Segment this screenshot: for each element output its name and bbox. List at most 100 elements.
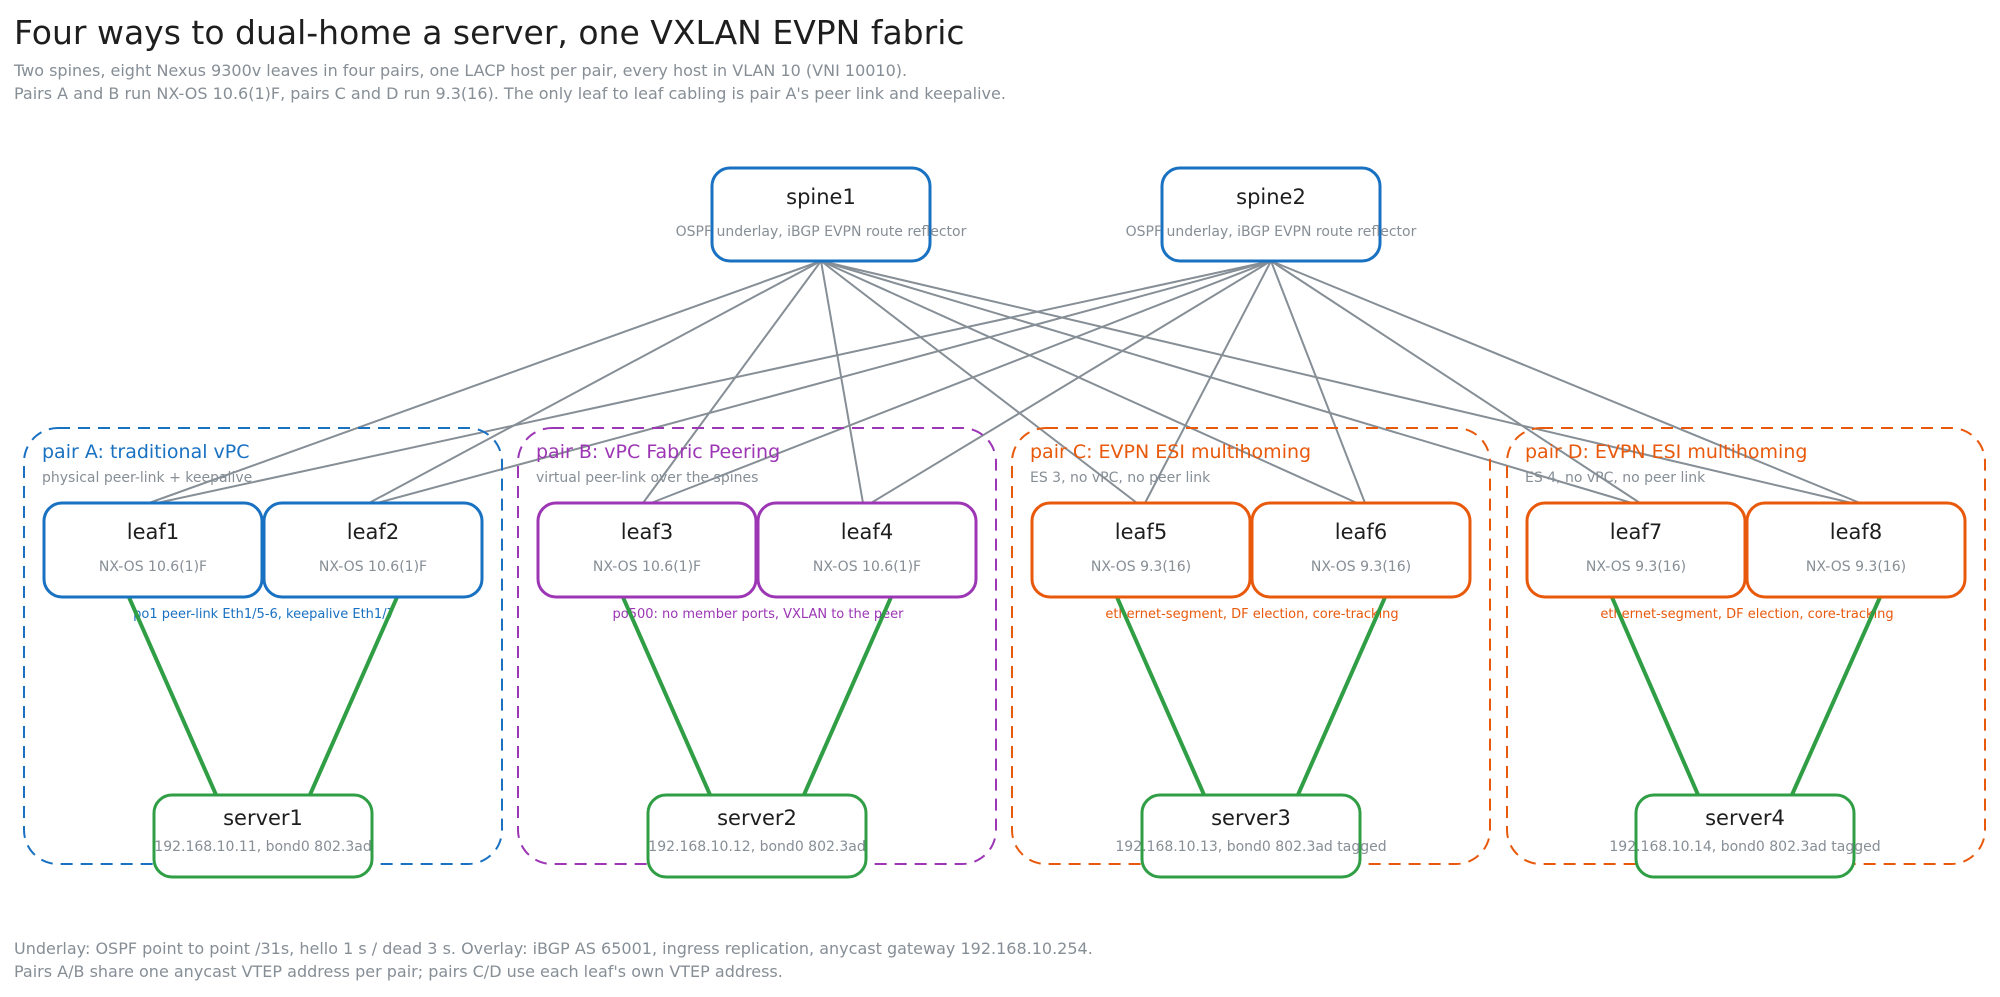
- server2-node: server2 192.168.10.12, bond0 802.3ad: [646, 793, 868, 879]
- leaf1-box: [42, 501, 264, 599]
- diagram-title: Four ways to dual-home a server, one VXL…: [14, 13, 965, 52]
- pair-groups: pair A: traditional vPC physical peer-lin…: [23, 427, 1986, 865]
- spine1-label: spine1: [786, 185, 856, 209]
- leaf8-box: [1745, 501, 1967, 599]
- group-note-pair_b: virtual peer-link over the spines: [536, 470, 758, 486]
- leaf3-detail: NX-OS 10.6(1)F: [593, 559, 701, 575]
- leaf5-box: [1030, 501, 1252, 599]
- link-spine2-leaf6: [1270, 260, 1366, 504]
- leaf2-box: [262, 501, 484, 599]
- group-label-pair_c: pair C: EVPN ESI multihoming: [1030, 441, 1311, 463]
- leaf7-label: leaf7: [1610, 520, 1662, 544]
- server3-node: server3 192.168.10.13, bond0 802.3ad tagg…: [1115, 793, 1387, 879]
- link-spine1-leaf8: [820, 260, 1853, 504]
- pair-link-note-pair_a: po1 peer-link Eth1/5-6, keepalive Eth1/7: [133, 607, 395, 622]
- link-spine1-leaf4: [820, 260, 864, 504]
- spine2-detail: OSPF underlay, iBGP EVPN route reflector: [1126, 224, 1417, 240]
- link-spine1-leaf1: [148, 260, 822, 504]
- fabric-links: [148, 260, 1861, 504]
- group-note-pair_d: ES 4, no vPC, no peer link: [1525, 470, 1706, 486]
- leaf6-box: [1250, 501, 1472, 599]
- host-link-leaf8-server4: [1789, 593, 1883, 799]
- link-spine2-leaf5: [1144, 260, 1272, 504]
- host-link-leaf5-server3: [1114, 593, 1207, 799]
- pair-link-note-pair_c: ethernet-segment, DF election, core-trac…: [1105, 607, 1398, 622]
- server1-label: server1: [223, 806, 303, 830]
- link-spine2-leaf8: [1270, 260, 1861, 504]
- leaf3-label: leaf3: [621, 520, 673, 544]
- spine2-label: spine2: [1236, 185, 1306, 209]
- link-spine2-leaf2: [376, 260, 1272, 504]
- server3-box: [1140, 793, 1362, 879]
- link-spine1-leaf7: [820, 260, 1633, 504]
- leaf4-label: leaf4: [841, 520, 893, 544]
- link-spine1-leaf6: [820, 260, 1358, 504]
- host-links: [126, 533, 1883, 799]
- link-spine1-leaf3: [642, 260, 822, 504]
- diagram-subtitle-line2: Pairs A and B run NX-OS 10.6(1)F, pairs …: [14, 84, 1006, 103]
- leaf8-detail: NX-OS 9.3(16): [1806, 559, 1906, 575]
- group-note-pair_a: physical peer-link + keepalive: [42, 470, 252, 486]
- server1-box: [152, 793, 374, 879]
- group-label-pair_a: pair A: traditional vPC: [42, 441, 250, 463]
- server1-detail: 192.168.10.11, bond0 802.3ad: [154, 839, 371, 855]
- link-spine2-leaf7: [1270, 260, 1641, 504]
- diagram-subtitle-line1: Two spines, eight Nexus 9300v leaves in …: [14, 61, 908, 80]
- host-link-leaf2-server1: [307, 593, 400, 799]
- server2-detail: 192.168.10.12, bond0 802.3ad: [648, 839, 865, 855]
- link-spine2-leaf1: [156, 260, 1272, 504]
- leaf8-label: leaf8: [1830, 520, 1882, 544]
- pair-link-note-pair_b: po500: no member ports, VXLAN to the pee…: [613, 607, 905, 622]
- group-note-pair_c: ES 3, no vPC, no peer link: [1030, 470, 1211, 486]
- group-label-pair_d: pair D: EVPN ESI multihoming: [1525, 441, 1807, 463]
- leaf2-detail: NX-OS 10.6(1)F: [319, 559, 427, 575]
- host-link-leaf6-server3: [1295, 593, 1388, 799]
- server4-label: server4: [1705, 806, 1785, 830]
- link-spine2-leaf3: [650, 260, 1272, 504]
- server3-label: server3: [1211, 806, 1291, 830]
- server1-node: server1 192.168.10.11, bond0 802.3ad: [152, 793, 374, 879]
- spine2-box: [1160, 166, 1382, 263]
- host-link-leaf1-server1: [126, 593, 219, 799]
- leaf7-detail: NX-OS 9.3(16): [1586, 559, 1686, 575]
- footer-line1: Underlay: OSPF point to point /31s, hell…: [14, 939, 1093, 958]
- leaf5-label: leaf5: [1115, 520, 1167, 544]
- spine1-detail: OSPF underlay, iBGP EVPN route reflector: [676, 224, 967, 240]
- link-spine1-leaf5: [820, 260, 1138, 504]
- server2-label: server2: [717, 806, 797, 830]
- host-link-leaf3-server2: [620, 593, 713, 799]
- server3-detail: 192.168.10.13, bond0 802.3ad tagged: [1115, 839, 1386, 855]
- host-link-leaf7-server4: [1609, 593, 1701, 799]
- host-link-leaf4-server2: [801, 593, 894, 799]
- leaf6-detail: NX-OS 9.3(16): [1311, 559, 1411, 575]
- link-spine2-leaf4: [870, 260, 1272, 504]
- server4-node: server4 192.168.10.14, bond0 802.3ad tagg…: [1609, 793, 1881, 879]
- leaf4-detail: NX-OS 10.6(1)F: [813, 559, 921, 575]
- leaf7-box: [1525, 501, 1747, 599]
- group-label-pair_b: pair B: vPC Fabric Peering: [536, 441, 780, 463]
- leaf1-detail: NX-OS 10.6(1)F: [99, 559, 207, 575]
- leaf5-detail: NX-OS 9.3(16): [1091, 559, 1191, 575]
- link-spine1-leaf2: [368, 260, 822, 504]
- leaf1-label: leaf1: [127, 520, 179, 544]
- leaf2-label: leaf2: [347, 520, 399, 544]
- footer-line2: Pairs A/B share one anycast VTEP address…: [14, 962, 783, 981]
- server4-box: [1634, 793, 1856, 879]
- leaf4-box: [756, 501, 978, 599]
- spine1-box: [710, 166, 932, 263]
- leaf6-label: leaf6: [1335, 520, 1387, 544]
- server4-detail: 192.168.10.14, bond0 802.3ad tagged: [1609, 839, 1880, 855]
- pair-link-note-pair_d: ethernet-segment, DF election, core-trac…: [1600, 607, 1893, 622]
